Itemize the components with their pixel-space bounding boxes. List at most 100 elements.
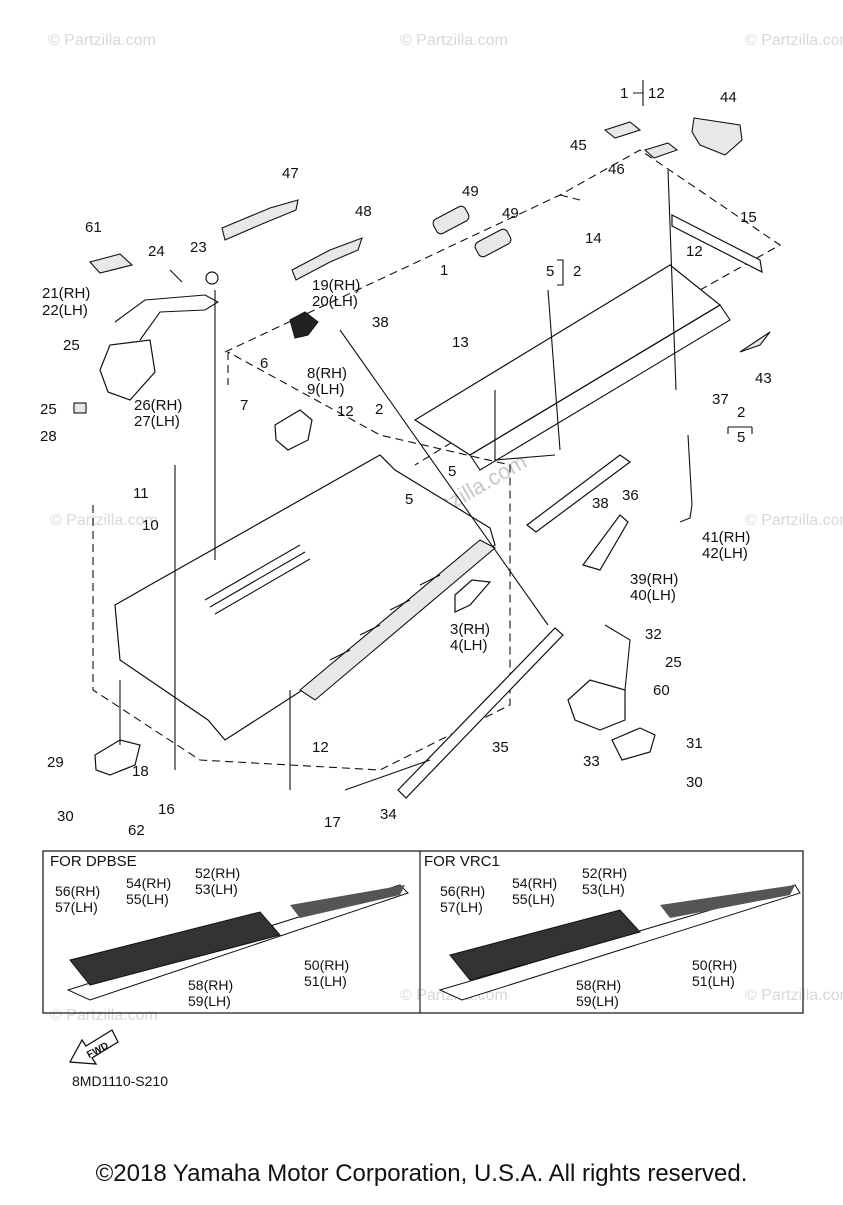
callout: 42(LH) — [702, 545, 748, 562]
watermark: © Partzilla.com — [745, 987, 843, 1004]
callout: 5 — [546, 263, 554, 280]
bracket-8 — [274, 409, 313, 451]
callout: 30 — [57, 808, 74, 825]
watermark: © Partzilla.com — [400, 32, 508, 49]
decal-label: 51(LH) — [692, 973, 735, 989]
footplate-32 — [567, 679, 626, 731]
callout: 24 — [148, 243, 165, 260]
callout: 20(LH) — [312, 293, 358, 310]
decal-label: 53(LH) — [582, 881, 625, 897]
callout: 43 — [755, 370, 772, 387]
decal-label: 56(RH) — [55, 883, 100, 899]
watermark: © Partzilla.com — [50, 1007, 158, 1024]
decal-label: 53(LH) — [195, 881, 238, 897]
vent-slots — [204, 544, 311, 615]
decal-label: 52(RH) — [582, 865, 627, 881]
callout: 8(RH) — [307, 365, 347, 382]
diagram-code: 8MD1110-S210 — [72, 1073, 168, 1089]
callout: 9(LH) — [307, 381, 345, 398]
callout-labels: 1 12 44 45 46 47 48 49 49 15 61 24 23 14… — [40, 80, 772, 839]
callout: 46 — [608, 161, 625, 178]
decal-label: 54(RH) — [126, 875, 171, 891]
callout: 1 — [440, 262, 448, 279]
pad-49b — [474, 228, 512, 258]
watermark: © Partzilla.com — [48, 32, 156, 49]
rear-bracket — [691, 117, 743, 156]
plate-26 — [99, 339, 156, 401]
watermark: © Partzilla.com — [745, 512, 843, 529]
decal-graphic-vrc1 — [449, 909, 641, 981]
callout: 6 — [260, 355, 268, 372]
callout: 2 — [573, 263, 581, 280]
callout: 61 — [85, 219, 102, 236]
callout: 13 — [452, 334, 469, 351]
callout: 49 — [462, 183, 479, 200]
callout: 5 — [448, 463, 456, 480]
callout: 26(RH) — [134, 397, 182, 414]
copyright-notice: ©2018 Yamaha Motor Corporation, U.S.A. A… — [95, 1160, 748, 1187]
watermark: © Partzilla.com — [50, 512, 158, 529]
callout: 49 — [502, 205, 519, 222]
watermark: © Partzilla.com — [745, 32, 843, 49]
callout: 41(RH) — [702, 529, 750, 546]
callout: 28 — [40, 428, 57, 445]
callout: 7 — [240, 397, 248, 414]
decal-label: 50(RH) — [304, 957, 349, 973]
bracket-3 — [454, 579, 492, 613]
callout: 34 — [380, 806, 397, 823]
bracket-21 — [114, 294, 220, 341]
callout: 35 — [492, 739, 509, 756]
callout: 2 — [737, 404, 745, 421]
pad-45 — [603, 121, 642, 139]
callout: 31 — [686, 735, 703, 752]
decal-label: 58(RH) — [188, 977, 233, 993]
tunnel-panel — [413, 264, 722, 456]
callout: 37 — [712, 391, 729, 408]
pad-61 — [88, 253, 134, 274]
callout: 39(RH) — [630, 571, 678, 588]
truss-rail — [299, 539, 496, 701]
fwd-arrow: FWD — [68, 1029, 119, 1065]
strip-47 — [221, 199, 299, 241]
callout: 23 — [190, 239, 207, 256]
strip-48 — [291, 237, 363, 281]
chain-41 — [679, 434, 693, 523]
callout: 10 — [142, 517, 159, 534]
callout: 5 — [405, 491, 413, 508]
fwd-arrow-icon — [68, 1029, 119, 1065]
callout: 4(LH) — [450, 637, 488, 654]
callout: 17 — [324, 814, 341, 831]
callout: 47 — [282, 165, 299, 182]
callout: 44 — [720, 89, 737, 106]
cover-19 — [289, 311, 319, 339]
bar-35 — [397, 627, 564, 799]
decal-label: 51(LH) — [304, 973, 347, 989]
rear-bumper-bar — [671, 214, 763, 274]
callout: 22(LH) — [42, 302, 88, 319]
callout: 12 — [337, 403, 354, 420]
pad-49a — [432, 205, 470, 235]
callout: 19(RH) — [312, 277, 360, 294]
decal-label: 57(LH) — [55, 899, 98, 915]
callout: 38 — [592, 495, 609, 512]
decal-panels: FOR DPBSE 56(RH) 57(LH) 54(RH) 55(LH) 52… — [42, 850, 804, 1014]
bracket-39 — [582, 514, 629, 571]
decal-label: 54(RH) — [512, 875, 557, 891]
panel-title-dpbse: FOR DPBSE — [50, 853, 137, 870]
callout: 12 — [686, 243, 703, 260]
callout: 27(LH) — [134, 413, 180, 430]
callout: 40(LH) — [630, 587, 676, 604]
callout: 12 — [312, 739, 329, 756]
callout: 29 — [47, 754, 64, 771]
callout: 21(RH) — [42, 285, 90, 302]
callout: 12 — [648, 85, 665, 102]
decal-label: 52(RH) — [195, 865, 240, 881]
callout: 62 — [128, 822, 145, 839]
frame-outline — [92, 351, 511, 771]
tunnel-outline — [224, 149, 782, 466]
nut-23 — [205, 271, 219, 285]
panel-title-vrc1: FOR VRC1 — [424, 853, 500, 870]
steering-support-group — [73, 253, 220, 414]
rail-36 — [526, 454, 632, 533]
